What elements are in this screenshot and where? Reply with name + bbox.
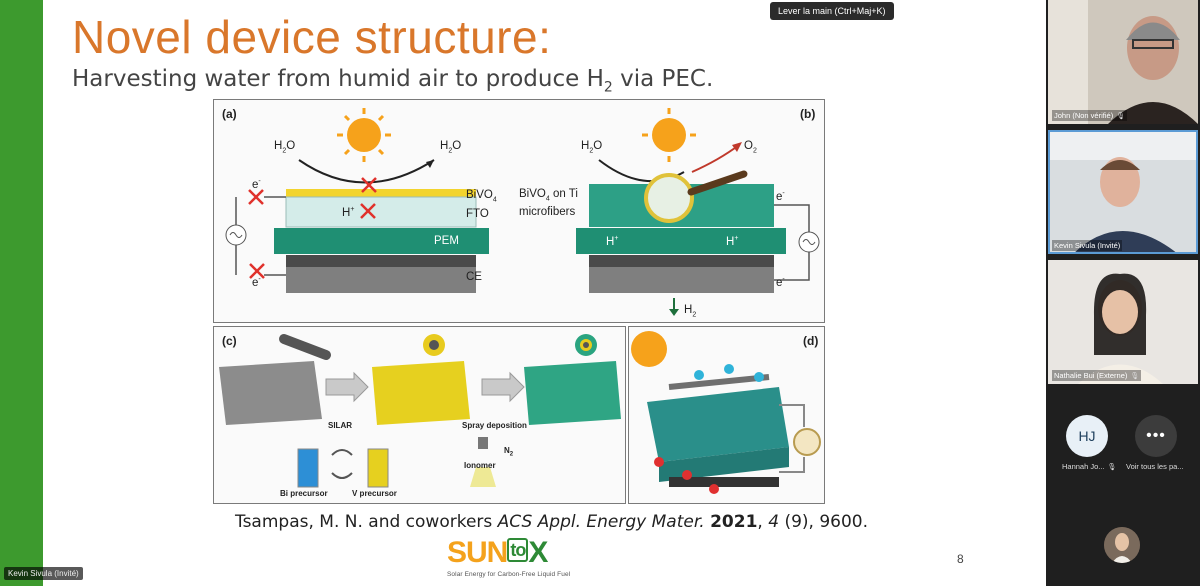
mic-off-icon: 🎙 — [1130, 373, 1140, 380]
figure-panel-d: (d) — [628, 326, 825, 504]
panel-d-label: (d) — [803, 334, 819, 348]
bivo4-on-ti-label: BiVO4 on Ti — [519, 188, 578, 203]
hannah-name-label: Hannah Jo...🎙 — [1062, 462, 1117, 471]
electron-label-b-bottom: e- — [776, 276, 785, 289]
citation: Tsampas, M. N. and coworkers ACS Appl. E… — [235, 512, 869, 532]
device-schematic — [225, 108, 820, 316]
panel-c-label: (c) — [222, 334, 237, 348]
panel-b-label: (b) — [800, 107, 816, 121]
electron-label-a-bottom: e- — [252, 276, 261, 289]
self-view-avatar[interactable] — [1104, 527, 1140, 563]
avatar-hannah[interactable]: HJ — [1066, 415, 1108, 457]
h2-label: H2 — [684, 304, 697, 319]
ionomer-label: Ionomer — [464, 461, 496, 470]
fabrication-schematic — [219, 334, 621, 488]
bivo4-label: BiVO4 — [466, 189, 497, 204]
shared-screen: Novel device structure: Harvesting water… — [0, 0, 1046, 586]
page-number: 8 — [957, 552, 964, 566]
device-illustration — [631, 331, 821, 494]
h2o-label-a-out: H2O — [440, 140, 462, 155]
self-video — [1104, 527, 1140, 563]
mic-off-icon: 🎙 — [1116, 113, 1126, 120]
h2o-label-a-in: H2O — [274, 140, 296, 155]
participant-video — [1048, 130, 1198, 254]
pem-label-a: PEM — [434, 235, 459, 247]
electron-label-a-top: e- — [252, 178, 261, 191]
microfibers-label: microfibers — [519, 206, 576, 218]
figure-panel-ab: (a) (b) H2O H2O BiVO4 FTO PEM CE H+ e- e… — [213, 99, 825, 323]
participant-tile-john[interactable]: John (Non vérifié)🎙 — [1048, 0, 1198, 124]
slide-subtitle: Harvesting water from humid air to produ… — [72, 66, 714, 96]
h2o-label-b: H2O — [581, 140, 603, 155]
participant-name: Nathalie Bui (Externe)🎙 — [1052, 370, 1142, 381]
participant-tile-nathalie[interactable]: Nathalie Bui (Externe)🎙 — [1048, 260, 1198, 384]
participant-tile-kevin[interactable]: Kevin Sivula (Invité) — [1048, 130, 1198, 254]
silar-label: SILAR — [328, 421, 352, 430]
electron-label-b-top: e- — [776, 190, 785, 203]
presentation-slide: Novel device structure: Harvesting water… — [0, 0, 1046, 586]
participant-name: Kevin Sivula (Invité) — [1052, 240, 1123, 251]
more-participants-button[interactable]: ••• — [1135, 415, 1177, 457]
o2-label: O2 — [744, 140, 757, 155]
hplus-label-b-right: H+ — [726, 235, 739, 248]
figure-panel-c: (c) SILAR Spray deposition N2 Ionomer Bi… — [213, 326, 626, 504]
participants-panel: John (Non vérifié)🎙 Kevin Sivula (Invité… — [1046, 0, 1200, 586]
raise-hand-tooltip: Lever la main (Ctrl+Maj+K) — [770, 2, 894, 20]
slide-title: Novel device structure: — [72, 11, 552, 63]
slide-accent-bar — [0, 0, 43, 586]
panel-a-label: (a) — [222, 107, 237, 121]
v-precursor-label: V precursor — [352, 489, 397, 498]
bi-precursor-label: Bi precursor — [280, 489, 328, 498]
participant-name: John (Non vérifié)🎙 — [1052, 110, 1128, 121]
hplus-label-b-left: H+ — [606, 235, 619, 248]
spray-deposition-label: Spray deposition — [462, 421, 527, 430]
fto-label: FTO — [466, 208, 489, 220]
see-all-participants-label[interactable]: Voir tous les pa... — [1126, 462, 1184, 471]
hplus-label-a: H+ — [342, 206, 355, 219]
n2-label: N2 — [504, 446, 514, 458]
ce-label: CE — [466, 271, 482, 283]
participant-video — [1048, 260, 1198, 384]
mic-off-icon: 🎙 — [1107, 464, 1117, 471]
presenter-name-label: Kevin Sivula (Invité) — [4, 567, 83, 580]
participant-video — [1048, 0, 1198, 124]
